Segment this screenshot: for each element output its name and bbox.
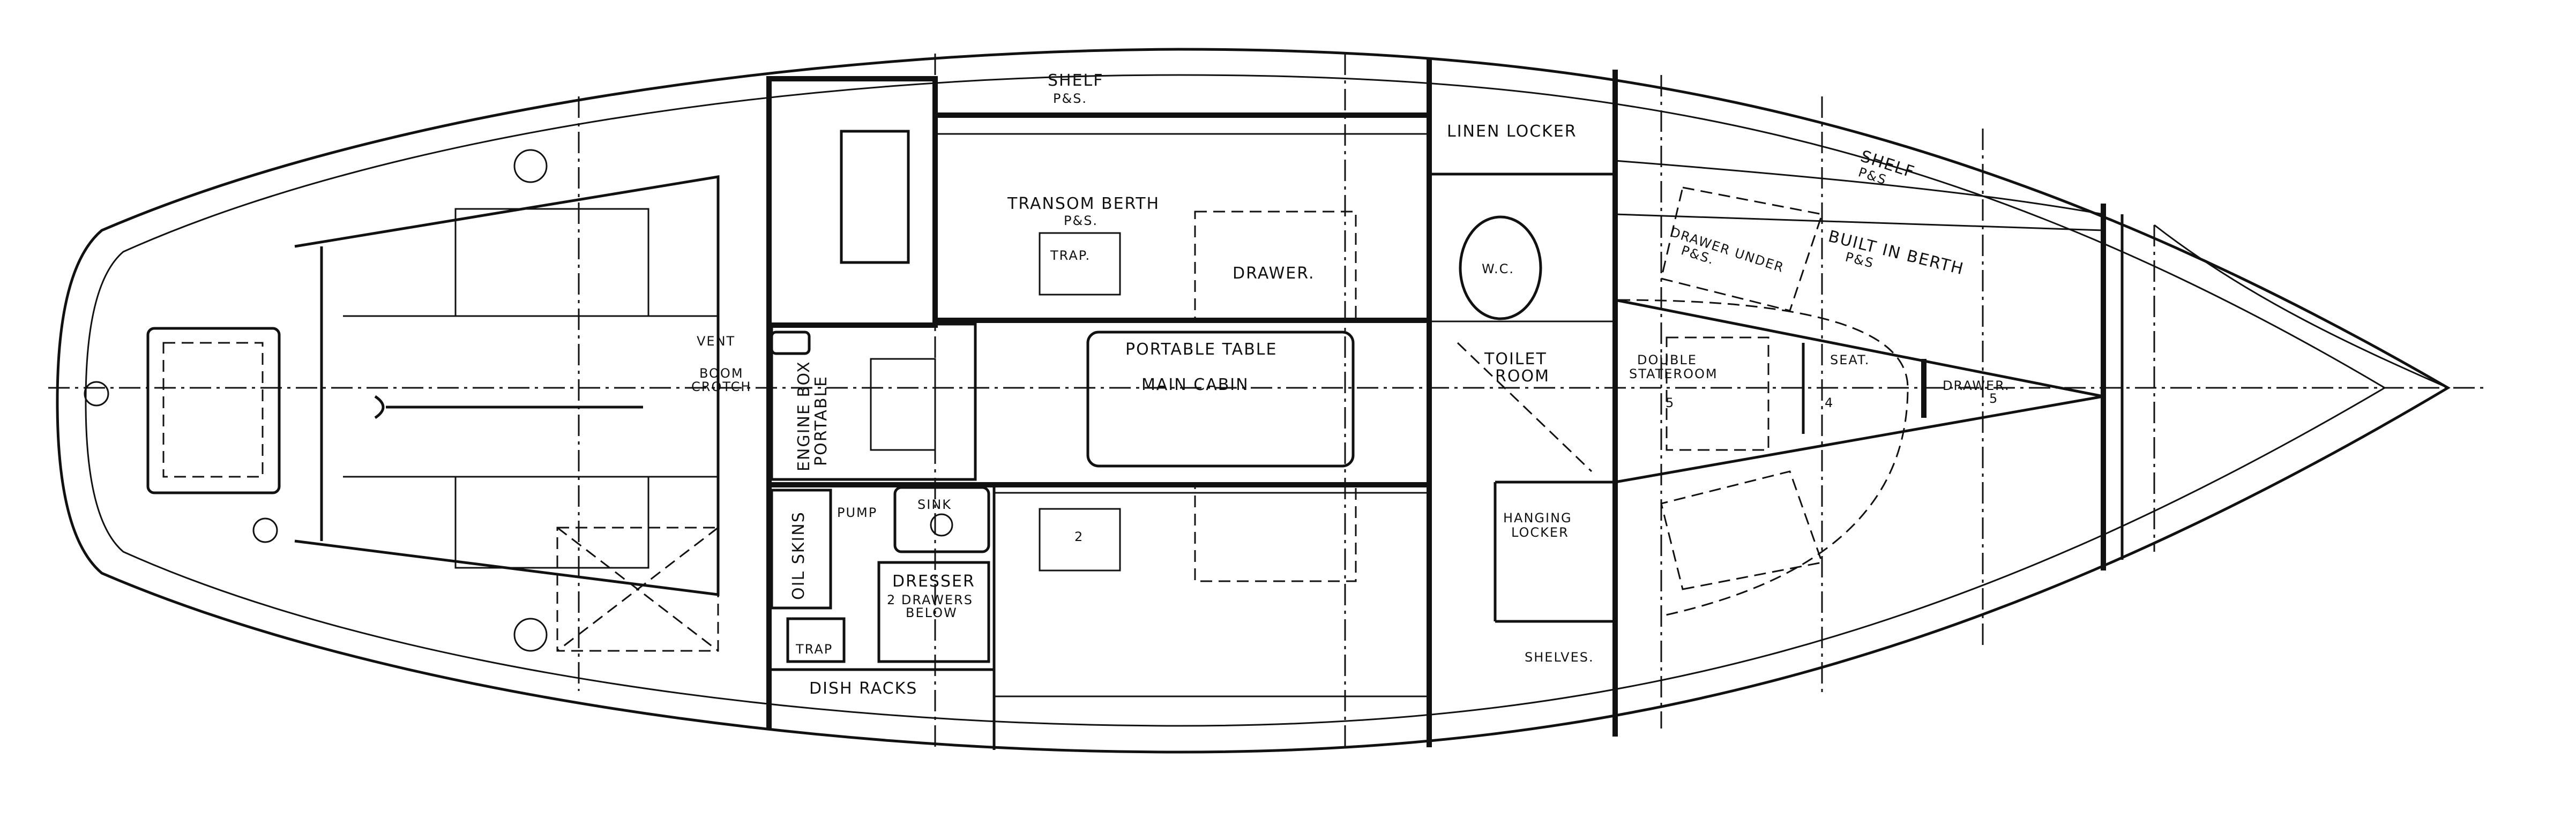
label-crotch: CROTCH: [691, 379, 751, 394]
label-pump: PUMP: [837, 505, 877, 520]
label-shelves: SHELVES.: [1525, 650, 1594, 665]
label-station-2: 2: [1074, 529, 1084, 544]
label-stateroom: STATEROOM: [1629, 366, 1718, 381]
label-trap-top: TRAP.: [1050, 248, 1091, 263]
label-trap-bottom: TRAP: [795, 642, 833, 657]
label-main-cabin: MAIN CABIN: [1141, 376, 1249, 394]
label-linen-locker: LINEN LOCKER: [1447, 122, 1577, 141]
label-transom-berth-sub: P&S.: [1064, 213, 1098, 228]
label-boom: BOOM: [699, 366, 744, 381]
label-hanging: HANGING: [1503, 510, 1572, 525]
label-shelf-aft-sub: P&S.: [1053, 91, 1087, 106]
label-station-5b: 5: [1989, 391, 1998, 406]
label-drawer-top: DRAWER.: [1233, 264, 1315, 283]
toilet-room: [1429, 172, 1615, 623]
label-oil-skins: OIL SKINS: [789, 511, 808, 600]
label-drawer-fwd: DRAWER.: [1943, 378, 2010, 393]
tiller: [374, 395, 643, 419]
label-station-4: 4: [1825, 395, 1834, 410]
lazarette-hatch: [146, 327, 281, 494]
label-shelf-aft: SHELF: [1048, 71, 1104, 90]
cockpit: [84, 149, 720, 652]
label-sink: SINK: [917, 497, 952, 512]
label-dresser: DRESSER: [892, 572, 975, 591]
label-seat: SEAT.: [1830, 352, 1870, 367]
labels: SHELF P&S. LINEN LOCKER TRANSOM BERTH P&…: [691, 71, 2010, 698]
main-cabin: [932, 112, 1432, 697]
hull-outline: [56, 48, 2451, 754]
label-double: DOUBLE: [1637, 352, 1697, 367]
label-locker: LOCKER: [1511, 525, 1569, 540]
label-portable: PORTABLE: [812, 376, 831, 466]
forward-cabin: [1615, 160, 2448, 617]
label-dresser-sub1: 2 DRAWERS: [887, 592, 973, 607]
deck-inner-line: [85, 74, 2386, 727]
label-station-5a: 5: [1666, 395, 1675, 410]
label-wc: W.C.: [1482, 261, 1514, 276]
bulkheads: [766, 59, 2124, 747]
label-engine-box: ENGINE BOX: [795, 361, 813, 471]
label-dresser-sub2: BELOW: [906, 605, 958, 620]
label-room: ROOM: [1495, 367, 1550, 386]
label-dish-racks: DISH RACKS: [809, 679, 917, 698]
label-toilet: TOILET: [1484, 350, 1547, 369]
label-vent: VENT: [697, 334, 735, 349]
label-transom-berth: TRANSOM BERTH: [1007, 194, 1160, 213]
label-portable-table: PORTABLE TABLE: [1125, 340, 1277, 359]
galley: [766, 76, 1429, 750]
